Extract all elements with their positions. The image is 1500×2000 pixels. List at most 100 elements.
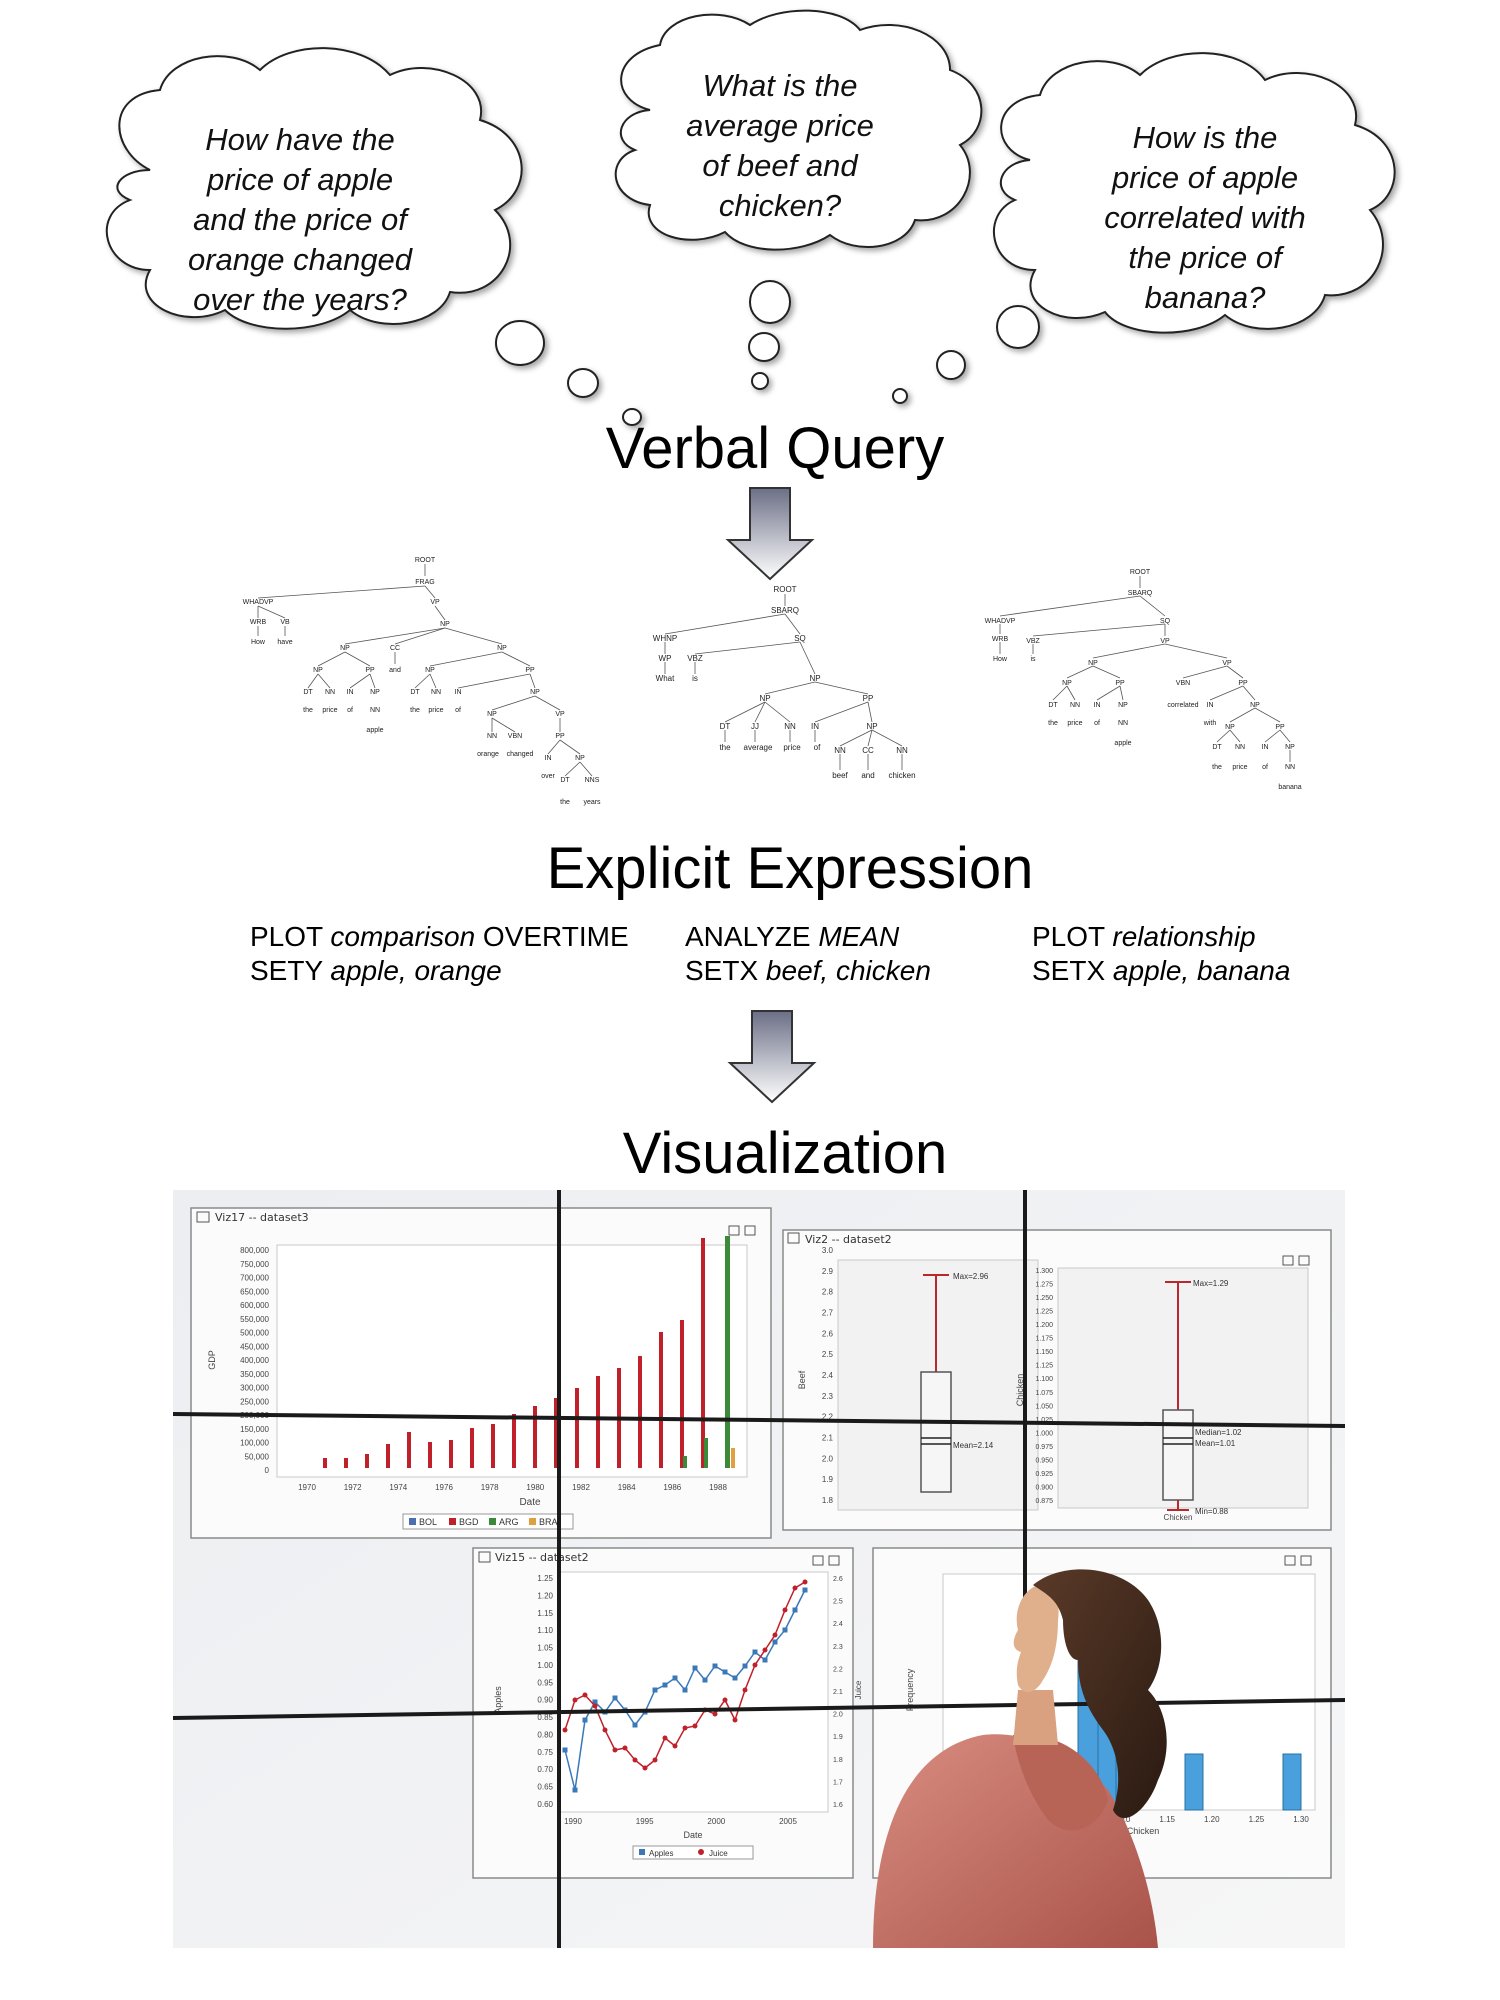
cloud-3-line-4: the price of xyxy=(1128,240,1282,275)
viz17-bar xyxy=(428,1442,432,1468)
viz17-ytick: 150,000 xyxy=(240,1425,269,1434)
viz17-bar xyxy=(680,1320,684,1468)
tree3-np-b: NP xyxy=(1062,680,1072,687)
tree1-apple: apple xyxy=(366,727,383,734)
viz15-juice-point xyxy=(682,1725,688,1731)
tree1-cc: CC xyxy=(390,645,400,652)
tree1-price-a: price xyxy=(322,707,337,714)
tree1-np-e: NP xyxy=(370,689,380,696)
viz2-left-mean: Mean=2.14 xyxy=(953,1441,994,1450)
cloud-1-text: How have the price of apple and the pric… xyxy=(155,120,445,320)
viz15-right-ytick: 2.3 xyxy=(833,1644,843,1651)
cloud-2-text: What is the average price of beef and ch… xyxy=(650,66,910,226)
viz17-ytick: 50,000 xyxy=(245,1452,270,1461)
verbal-query-title: Verbal Query xyxy=(605,416,945,481)
tree1-the-a: the xyxy=(303,707,313,714)
tree2-in: IN xyxy=(811,722,819,731)
viz2-right-xlabel: Chicken xyxy=(1164,1513,1193,1522)
histogram-ylabel: Frequency xyxy=(905,1668,915,1711)
tree1-whadvp: WHADVP xyxy=(243,599,274,606)
viz2-left-ytick: 2.2 xyxy=(822,1413,834,1422)
viz2-left-ytick: 1.9 xyxy=(822,1475,834,1484)
thought-clouds xyxy=(105,9,1396,426)
viz2-window-controls[interactable] xyxy=(1282,1255,1310,1266)
viz15-left-ytick: 0.80 xyxy=(537,1730,553,1739)
viz17-bar xyxy=(638,1356,642,1468)
cloud-3-line-1: How is the xyxy=(1132,120,1278,155)
viz15-window-controls[interactable] xyxy=(812,1555,840,1566)
tree1-nns: NNS xyxy=(585,777,600,784)
tree3-root: ROOT xyxy=(1130,569,1151,576)
histogram-xlabel: Chicken xyxy=(1127,1826,1160,1836)
cloud-1-line-5: over the years? xyxy=(193,282,407,317)
viz17-bar xyxy=(659,1332,663,1468)
viz17-xtick: 1986 xyxy=(663,1483,681,1492)
viz2-left-ytick: 2.9 xyxy=(822,1267,834,1276)
visualization-title: Visualization xyxy=(622,1121,948,1186)
tree1-root: ROOT xyxy=(415,557,436,564)
viz2-right-max: Max=1.29 xyxy=(1193,1279,1229,1288)
tree3-nn-b: NN xyxy=(1118,720,1128,727)
viz15-juice-point xyxy=(632,1757,638,1763)
tree3-pp-c: PP xyxy=(1275,724,1285,731)
viz15-juice-point xyxy=(792,1585,798,1591)
tree2-whnp: WHNP xyxy=(653,634,677,643)
thought-bubbles xyxy=(495,280,1040,426)
viz17-bar xyxy=(533,1406,537,1468)
viz15-apples-point xyxy=(662,1682,668,1688)
viz15-apples-point xyxy=(712,1663,718,1669)
viz17-bar xyxy=(491,1424,495,1468)
viz17-ytick: 550,000 xyxy=(240,1315,269,1324)
tree1-np-f: NP xyxy=(530,689,540,696)
viz17-title: Viz17 -- dataset3 xyxy=(215,1211,309,1224)
viz17-legend-bgd: BGD xyxy=(459,1517,479,1527)
viz15-juice-point xyxy=(592,1703,598,1709)
parse-tree-2: ROOT SBARQ WHNP SQ WP VBZ What is NP NP … xyxy=(653,585,916,780)
viz2-right-ytick: 0.925 xyxy=(1035,1471,1053,1478)
tree3-np-f: NP xyxy=(1285,744,1295,751)
viz17-window-controls[interactable] xyxy=(728,1225,756,1236)
viz17-bar xyxy=(596,1376,600,1468)
tree1-the-b: the xyxy=(410,707,420,714)
viz15-juice-point xyxy=(732,1717,738,1723)
histogram-xtick: 1.25 xyxy=(1249,1815,1265,1824)
expr1-set: SETY xyxy=(250,955,323,986)
viz15-ylabel-left: Apples xyxy=(493,1686,503,1714)
viz2-right-ytick: 1.300 xyxy=(1035,1268,1053,1275)
tree1-vbn: VBN xyxy=(508,733,522,740)
tree3-in-b: IN xyxy=(1207,702,1214,709)
tree2-sq: SQ xyxy=(794,634,806,643)
viz15-right-ytick: 2.2 xyxy=(833,1666,843,1673)
viz15-left-ytick: 1.20 xyxy=(537,1591,553,1600)
tree2-np-a: NP xyxy=(759,694,770,703)
tree1-wrb: WRB xyxy=(250,619,267,626)
viz17-ytick: 250,000 xyxy=(240,1397,269,1406)
tree3-the-a: the xyxy=(1048,720,1058,727)
tree2-the: the xyxy=(719,743,731,752)
tree1-vp-b: VP xyxy=(555,711,565,718)
tree2-cc: CC xyxy=(862,746,874,755)
viz2-right-ytick: 1.250 xyxy=(1035,1295,1053,1302)
viz15-right-ytick: 1.8 xyxy=(833,1757,843,1764)
tree2-dt: DT xyxy=(720,722,731,731)
tree3-nn-d: NN xyxy=(1285,764,1295,771)
viz15-left-y-axis: 1.251.201.151.101.051.000.950.900.850.80… xyxy=(537,1574,553,1809)
tree3-sbarq: SBARQ xyxy=(1128,590,1153,597)
cloud-1-line-2: price of apple xyxy=(206,162,394,197)
viz15-juice-point xyxy=(562,1727,568,1733)
viz17-bar-green xyxy=(683,1456,687,1468)
histogram-window-controls[interactable] xyxy=(1284,1555,1312,1566)
viz15-left-ytick: 0.95 xyxy=(537,1678,553,1687)
viz17-ytick: 350,000 xyxy=(240,1370,269,1379)
viz17-xtick: 1980 xyxy=(526,1483,544,1492)
viz17-bar xyxy=(512,1414,516,1468)
display-wall-photo: Viz17 -- dataset3 800,000750,000700,0006… xyxy=(173,1190,1345,1948)
viz15-apples-point xyxy=(802,1587,808,1593)
tree1-in-c: IN xyxy=(545,755,552,762)
cloud-3-text: How is the price of apple correlated wit… xyxy=(1065,118,1345,318)
viz15-legend-apples: Apples xyxy=(649,1849,673,1858)
tree3-nn-a: NN xyxy=(1070,702,1080,709)
viz15-left-ytick: 1.00 xyxy=(537,1661,553,1670)
tree3-dt-a: DT xyxy=(1048,702,1058,709)
viz2-left-ylabel: Beef xyxy=(797,1370,807,1389)
